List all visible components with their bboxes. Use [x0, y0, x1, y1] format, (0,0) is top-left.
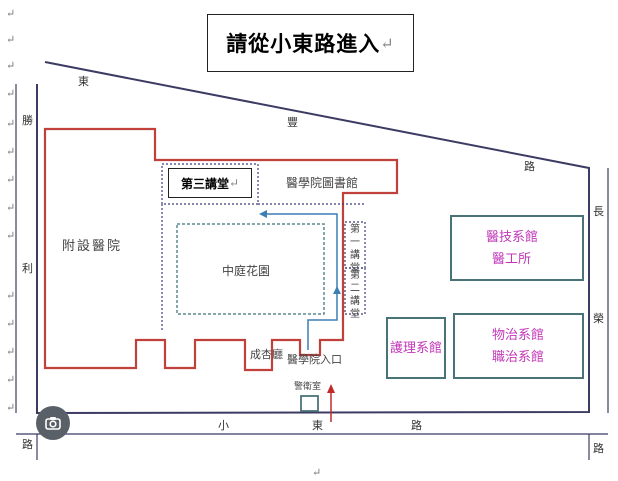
margin-mark: ↵ — [6, 401, 16, 414]
road-label-top-1: 東 — [78, 75, 89, 88]
road-boundary — [36, 61, 590, 415]
med-engineering-label: 醫工所 — [492, 252, 532, 267]
courtyard-zone — [176, 223, 325, 315]
lecture-hall-2-label: 第 二 講 堂 — [350, 270, 360, 320]
return-mark: ↵ — [228, 176, 240, 190]
route-arrow-left — [259, 210, 267, 218]
lecture-hall-2-zone — [344, 267, 366, 315]
road-label-top-3: 路 — [524, 160, 535, 173]
lecture-hall-3-text: 第三講堂 — [180, 176, 229, 191]
bottom-mark: ↵ — [312, 466, 322, 479]
margin-mark: ↵ — [6, 289, 16, 302]
ot-dept-label: 職治系館 — [492, 350, 545, 365]
entrance-arrow-head — [327, 384, 335, 393]
margin-mark: ↵ — [6, 145, 16, 158]
road-label-bottom-3: 路 — [411, 419, 422, 432]
pt-ot-building — [453, 313, 584, 379]
road-label-top-2: 豐 — [287, 116, 298, 129]
road-label-right-1: 長 — [593, 205, 604, 218]
medical-library-label: 醫學院圖書館 — [286, 176, 359, 190]
road-label-right-2: 榮 — [593, 312, 604, 325]
nursing-building — [386, 317, 446, 379]
road-label-bottom-1: 小 — [218, 419, 229, 432]
route-arrow-up — [333, 286, 341, 294]
guard-room-building — [300, 395, 319, 412]
camera-icon — [45, 417, 61, 430]
affiliated-hospital-label: 附設醫院 — [62, 239, 123, 254]
pt-dept-label: 物治系館 — [492, 328, 545, 343]
camera-button[interactable] — [36, 406, 70, 440]
road-label-corner-left: 路 — [22, 438, 33, 451]
margin-mark: ↵ — [6, 229, 16, 242]
walking-route — [266, 213, 338, 350]
lecture-hall-3-label: 第三講堂↵ — [168, 168, 252, 198]
margin-mark: ↵ — [6, 201, 16, 214]
road-label-left-1: 勝 — [22, 114, 33, 127]
nursing-dept-label: 護理系館 — [390, 341, 443, 356]
margin-mark: ↵ — [6, 87, 16, 100]
lecture-hall-1-label: 第 一 講 堂 — [350, 224, 360, 274]
road-label-bottom-2: 東 — [312, 419, 323, 432]
road-label-corner-right: 路 — [593, 442, 604, 455]
medical-entrance-label: 醫學院入口 — [287, 353, 342, 366]
medtech-dept-label: 醫技系館 — [486, 230, 539, 245]
guard-room-label: 警衛室 — [294, 382, 322, 392]
margin-mark: ↵ — [6, 117, 16, 130]
margin-mark: ↵ — [6, 317, 16, 330]
banner-text: 請從小東路進入 — [226, 31, 381, 56]
return-mark: ↵ — [380, 33, 395, 53]
road-label-left-2: 利 — [22, 262, 33, 275]
entrance-instruction-banner: 請從小東路進入 ↵ — [207, 14, 414, 72]
hospital-outline — [43, 127, 399, 372]
chengxing-hall-label: 成杏廳 — [250, 348, 283, 361]
lecture-hall-3-zone — [161, 163, 259, 205]
courtyard-label: 中庭花園 — [222, 264, 271, 278]
medtech-building — [450, 215, 584, 281]
margin-mark: ↵ — [6, 173, 16, 186]
margin-mark: ↵ — [6, 345, 16, 358]
margin-mark: ↵ — [6, 373, 16, 386]
margin-mark: ↵ — [6, 7, 16, 20]
margin-mark: ↵ — [6, 33, 16, 46]
margin-mark: ↵ — [6, 59, 16, 72]
